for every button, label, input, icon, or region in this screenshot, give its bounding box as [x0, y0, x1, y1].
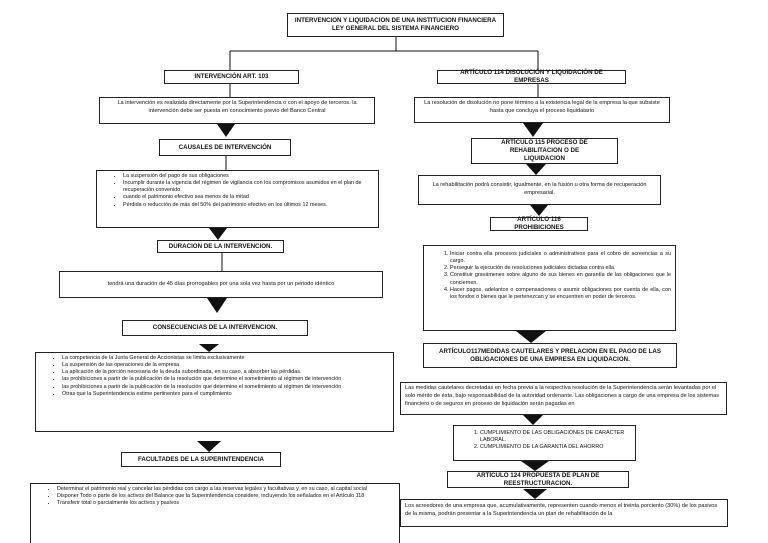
arrow-icon [209, 228, 227, 240]
list-item: La suspensión del pago de sus obligacion… [123, 173, 374, 180]
list-item: La aplicación de la porción necesaria de… [62, 369, 389, 376]
header-articulo-114: ARTÍCULO 114 DISOLUCIÓN Y LIQUIDACIÓN DE… [437, 69, 626, 84]
header-label: ARTÍCULO 114 DISOLUCIÓN Y LIQUIDACIÓN DE… [460, 69, 603, 84]
text-content: La resolución de disolución no pone térm… [424, 100, 660, 114]
header-causales: CAUSALES DE INTERVENCIÓN [159, 139, 291, 156]
header-label: ARTÍCULO117MEDIDAS CAUTELARES Y PRELACIO… [439, 347, 661, 355]
header-label: INTERVENCIÓN ART. 103 [194, 73, 269, 81]
header-label: FACULTADES DE LA SUPERINTENDENCIA [137, 455, 265, 463]
arrow-icon [199, 344, 219, 352]
list-item: las prohibiciones a partir de la publica… [62, 384, 389, 391]
text-articulo-124: Los acreedores de una empresa que, acumu… [400, 499, 728, 527]
list-item: La competencia de la Junta General de Ac… [62, 355, 389, 362]
text-content: Las medidas cautelares decretadas en fec… [405, 385, 720, 407]
text-articulo-117: Las medidas cautelares decretadas en fec… [400, 382, 727, 415]
arrow-icon [217, 124, 235, 137]
header-label: LIQUIDACION [524, 154, 565, 162]
text-content: La rehabilitación podrá consistir, igual… [432, 182, 647, 196]
header-articulo-124: ARTÍCULO 124 PROPUESTA DE PLAN DE REESTR… [447, 471, 629, 488]
list-item: las prohibiciones a partir de la publica… [62, 376, 389, 383]
text-content: Los acreedores de una empresa que, acumu… [405, 503, 718, 518]
text-content: tendrá una duración de 45 días prorrogab… [107, 280, 335, 287]
list-item: Hacer pagos, adelantos o compensaciones … [450, 287, 671, 301]
arrow-icon [526, 164, 546, 175]
header-label: DURACION DE LA INTERVENCION. [168, 242, 273, 250]
text-intervencion: La intervención es realizada directament… [99, 97, 375, 124]
header-facultades: FACULTADES DE LA SUPERINTENDENCIA [121, 452, 281, 467]
text-duracion: tendrá una duración de 45 días prorrogab… [59, 271, 383, 298]
list-item: La suspensión de las operaciones de la e… [62, 362, 389, 369]
arrow-icon [523, 415, 543, 425]
header-articulo-116: ARTÍCULO 116 PROHIBICIONES [490, 216, 588, 231]
header-label: CONSECUENCIAS DE LA INTERVENCION. [152, 324, 278, 332]
header-articulo-115: ARTÍCULO 115 PROCESO DE REHABILITACION O… [471, 138, 618, 164]
arrow-icon [197, 441, 221, 452]
header-consecuencias: CONSECUENCIAS DE LA INTERVENCION. [122, 320, 308, 336]
list-item: Incumplir durante la vigencia del régime… [123, 180, 374, 194]
list-item: Pérdida o reducción de más del 50% del p… [123, 202, 374, 209]
text-articulo-114: La resolución de disolución no pone térm… [414, 97, 670, 123]
header-label: CAUSALES DE INTERVENCIÓN [178, 143, 272, 151]
list-item: Iniciar contra ella procesos judiciales … [450, 251, 671, 265]
title-line-2: LEY GENERAL DEL SISTEMA FINANCIERO [332, 25, 459, 32]
arrow-icon [521, 461, 549, 471]
list-item: Transferir total o parcialmente los acti… [57, 500, 395, 507]
header-intervencion: INTERVENCIÓN ART. 103 [164, 70, 299, 84]
text-content: La intervención es realizada directament… [117, 100, 357, 114]
header-label: ARTÍCULO 124 PROPUESTA DE PLAN DE REESTR… [476, 471, 600, 487]
header-label: ARTÍCULO 116 PROHIBICIONES [514, 216, 564, 231]
list-item: CUMPLIMIENTO DE LAS OBLIGACIONES DE CARÁ… [480, 430, 631, 444]
list-consecuencias: La competencia de la Junta General de Ac… [35, 352, 394, 432]
list-item: Determinar el patrimonio real y cancelar… [57, 486, 395, 493]
arrow-icon [516, 331, 546, 343]
list-prelacion: CUMPLIMIENTO DE LAS OBLIGACIONES DE CARÁ… [453, 425, 636, 461]
header-duracion: DURACION DE LA INTERVENCION. [157, 240, 284, 253]
diagram-title: INTERVENCION Y LIQUIDACION DE UNA INSTIT… [287, 13, 504, 37]
arrow-icon [530, 205, 548, 216]
list-prohibiciones: Iniciar contra ella procesos judiciales … [423, 245, 676, 331]
list-item: cuando el patrimonio efectivo sea menos … [123, 194, 374, 201]
list-item: Constituir gravámenes sobre alguno de su… [450, 272, 671, 286]
header-articulo-117: ARTÍCULO117MEDIDAS CAUTELARES Y PRELACIO… [423, 343, 677, 368]
arrow-icon [523, 123, 543, 137]
list-causales: La suspensión del pago de sus obligacion… [96, 170, 379, 228]
list-facultades: Determinar el patrimonio real y cancelar… [30, 483, 400, 543]
list-item: CUMPLIMIENTO DE LA GARANTIA DEL AHORRO [480, 444, 631, 451]
list-item: Perseguir la ejecución de resoluciones j… [450, 265, 671, 272]
header-label: ARTÍCULO 115 PROCESO DE REHABILITACION O… [501, 139, 588, 155]
title-line-1: INTERVENCION Y LIQUIDACION DE UNA INSTIT… [294, 17, 497, 25]
arrow-icon [207, 298, 227, 313]
arrow-icon [523, 489, 547, 499]
list-item: Otras que la Superintendencia estime per… [62, 391, 389, 398]
list-item: Disponer Todo o parte de los activos del… [57, 493, 395, 500]
text-articulo-115: La rehabilitación podrá consistir, igual… [418, 175, 661, 205]
header-label: OBLIGACIONES DE UNA EMPRESA EN LIQUIDACI… [470, 355, 630, 363]
